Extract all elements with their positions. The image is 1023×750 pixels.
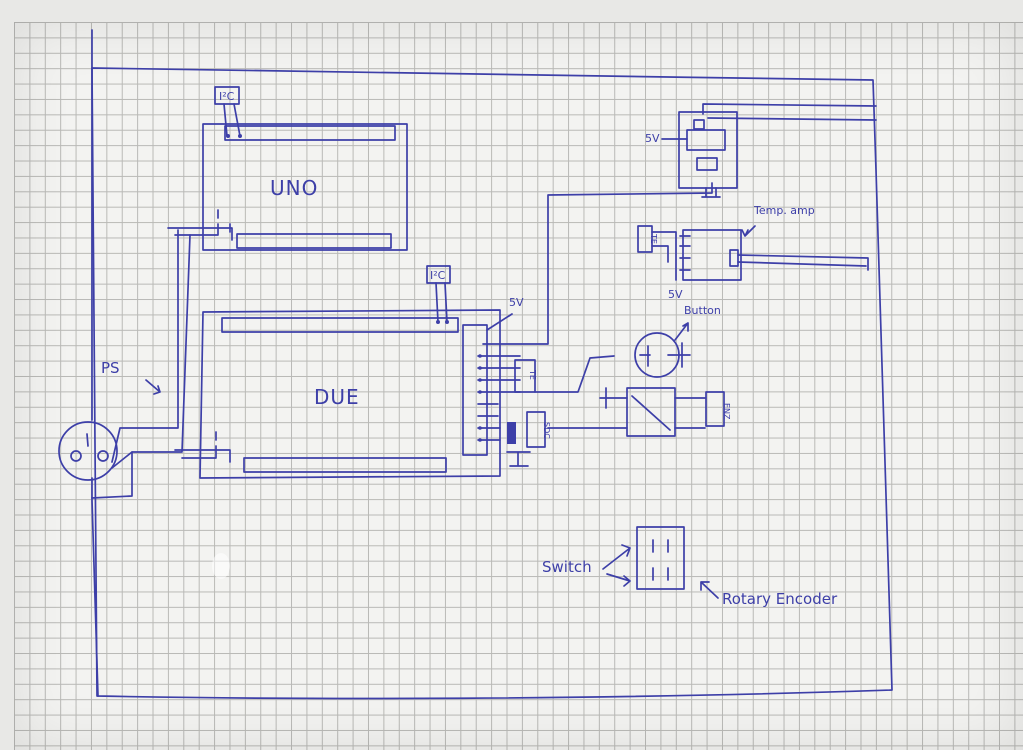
switch-label: Switch	[542, 558, 592, 576]
amp-5v-label: 5V	[668, 288, 683, 301]
due-5v-label: 5V	[509, 296, 524, 309]
relay-component	[547, 387, 725, 437]
button-label: Button	[684, 304, 721, 317]
enz-terminal-label: ENZ	[722, 403, 731, 420]
uno-board	[167, 86, 408, 251]
graph-paper	[14, 22, 1023, 750]
button-component	[534, 322, 691, 393]
enclosure-outline	[91, 67, 893, 700]
temp-amp-label: Temp. amp	[753, 204, 815, 217]
temp-amp-module	[637, 225, 869, 281]
top-5v-label: 5V	[645, 132, 660, 145]
top-right-module	[661, 103, 877, 198]
ps-label: PS	[101, 359, 120, 377]
rotary-encoder-label: Rotary Encoder	[722, 590, 838, 608]
glare-spot	[212, 553, 230, 579]
te-terminal-label: TE	[528, 369, 537, 380]
i2c-due-label: I²C	[430, 269, 446, 282]
due-label: DUE	[314, 385, 360, 409]
i2c-top-label: I²C	[219, 90, 235, 103]
ps-arrow	[145, 379, 161, 395]
amp-terminal-label: TE	[649, 233, 658, 244]
sdc-terminal-label: SDC	[542, 422, 551, 439]
rotary-encoder-component	[602, 526, 719, 599]
power-supply	[58, 229, 191, 697]
uno-label: UNO	[270, 176, 318, 200]
due-board	[174, 182, 713, 479]
